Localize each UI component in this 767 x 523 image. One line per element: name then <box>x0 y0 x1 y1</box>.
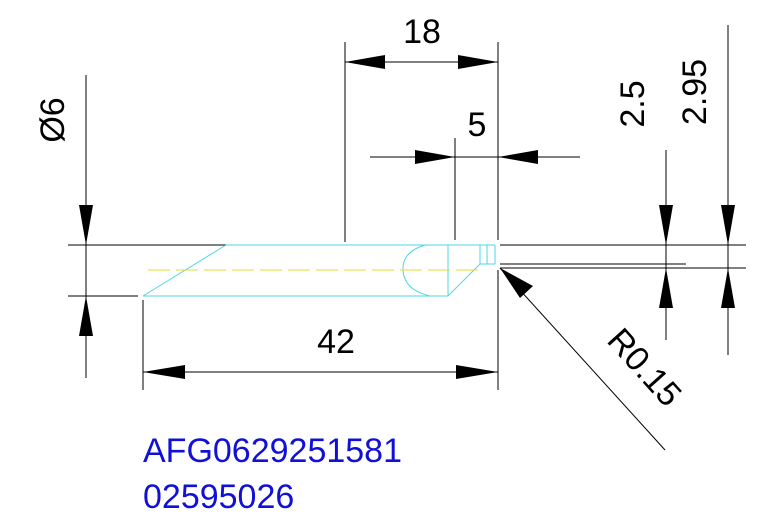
dimension-radius-label: R0.15 <box>600 321 689 414</box>
dimension-radius: R0.15 <box>499 267 689 451</box>
part-number-line-1: AFG0629251581 <box>143 432 402 470</box>
dimension-42-label: 42 <box>317 323 355 361</box>
part-number-line-2: 02595026 <box>143 478 294 516</box>
dimension-18: 18 <box>344 13 499 242</box>
dimension-42: 42 <box>142 270 499 390</box>
dimension-2-5: 2.5 <box>614 80 673 340</box>
dimension-diameter-label: Ø6 <box>34 97 72 142</box>
part-numbers: AFG0629251581 02595026 <box>143 432 402 516</box>
dimension-5-label: 5 <box>468 106 487 144</box>
dimension-2-5-label: 2.5 <box>614 80 652 127</box>
dimension-18-label: 18 <box>403 13 441 51</box>
dimension-5: 5 <box>370 106 580 240</box>
dimension-diameter-6: Ø6 <box>34 75 93 378</box>
blade-outline <box>142 244 496 297</box>
dimension-2-95-label: 2.95 <box>676 59 714 125</box>
dimension-2-95: 2.95 <box>676 25 735 355</box>
